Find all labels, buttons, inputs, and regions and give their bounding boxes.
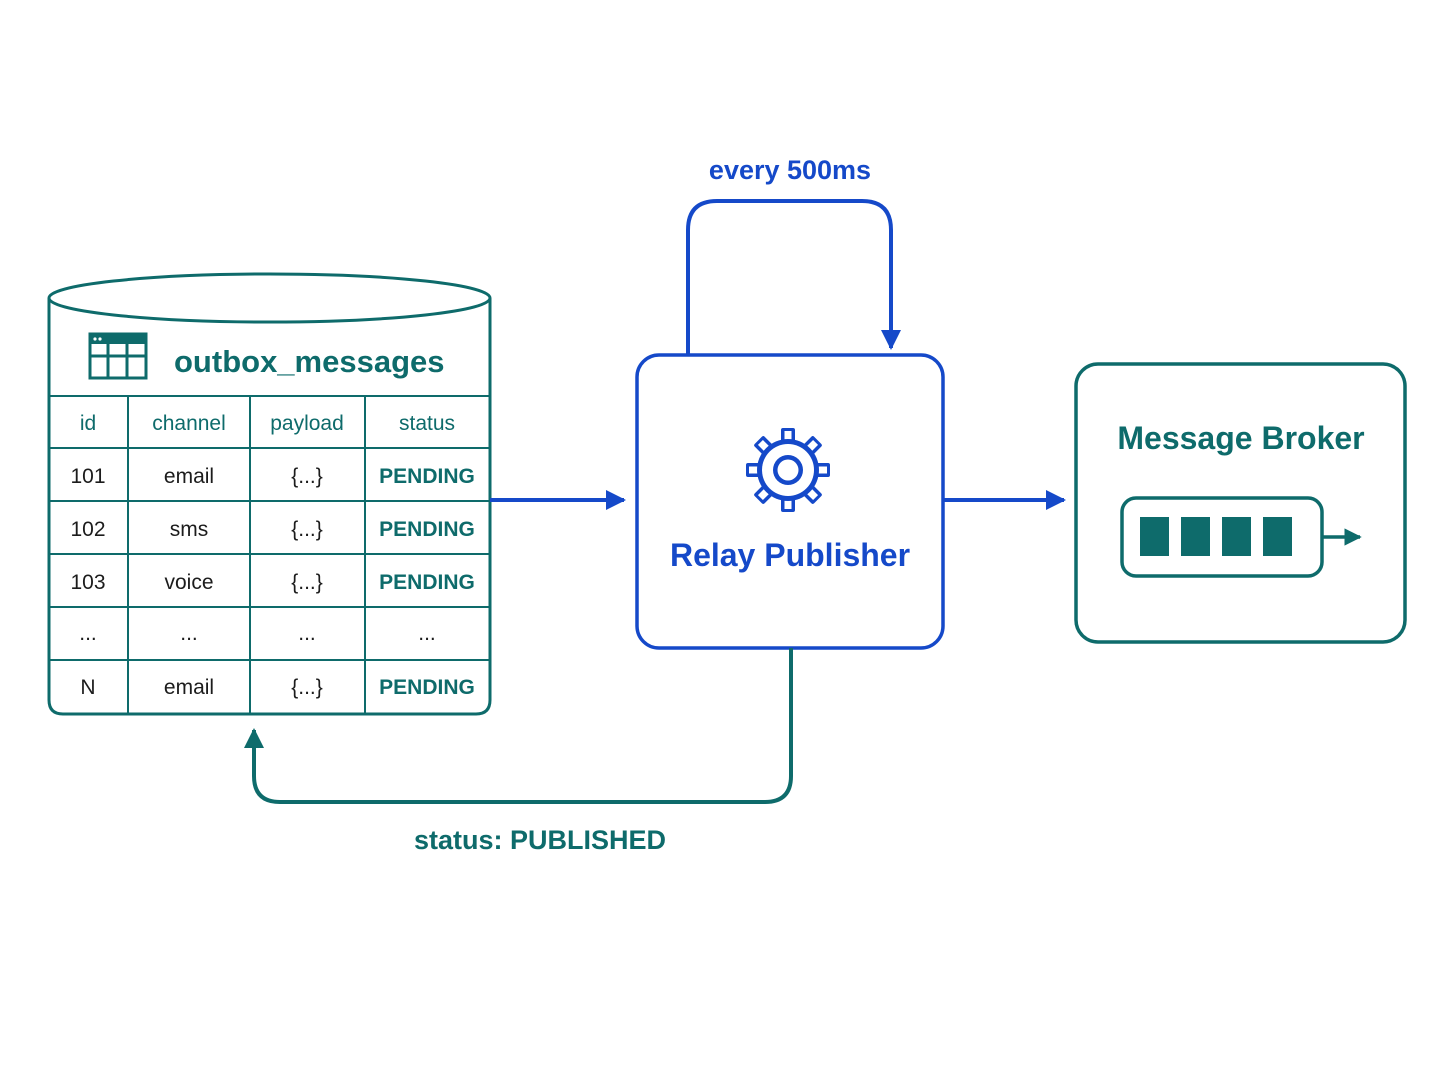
table-header-row: id channel payload status (49, 395, 490, 435)
cell-channel: sms (170, 518, 209, 541)
polling-loop-arrow (686, 199, 901, 355)
table-grid (49, 396, 490, 714)
column-header-status: status (399, 412, 455, 435)
cell-payload: {...} (291, 676, 323, 699)
column-header-channel: channel (152, 412, 226, 435)
cell-id: N (80, 676, 95, 699)
outbox-title: outbox_messages (174, 344, 445, 379)
column-header-id: id (80, 412, 96, 435)
message-broker: Message Broker (1074, 362, 1407, 644)
cell-channel: email (164, 676, 214, 699)
outbox-messages-table: outbox_messages id channel payload statu… (47, 272, 492, 716)
cell-status: ... (418, 622, 436, 645)
published-status-label: status: PUBLISHED (414, 825, 666, 855)
cell-id: 102 (70, 518, 105, 541)
table-row: 101 email {...} PENDING (70, 465, 474, 488)
table-row: ... ... ... ... (79, 622, 436, 645)
queue-message-block (1222, 517, 1251, 556)
cell-channel: voice (164, 571, 213, 594)
queue-message-block (1263, 517, 1292, 556)
cell-payload: {...} (291, 518, 323, 541)
column-header-payload: payload (270, 412, 344, 435)
cell-id: ... (79, 622, 97, 645)
cell-payload: {...} (291, 571, 323, 594)
cylinder-body (47, 298, 492, 716)
queue-message-block (1140, 517, 1169, 556)
cylinder-top (47, 272, 492, 324)
message-broker-title: Message Broker (1117, 420, 1364, 456)
relay-publisher-title: Relay Publisher (670, 537, 910, 573)
cell-status: PENDING (379, 676, 475, 699)
polling-interval-label: every 500ms (709, 155, 871, 185)
message-broker-box (1074, 362, 1407, 644)
cell-channel: ... (180, 622, 198, 645)
table-icon (88, 332, 148, 380)
cell-payload: {...} (291, 465, 323, 488)
cell-id: 101 (70, 465, 105, 488)
queue-icon (1120, 496, 1362, 578)
table-row: 103 voice {...} PENDING (70, 571, 474, 594)
cell-status: PENDING (379, 571, 475, 594)
cell-channel: email (164, 465, 214, 488)
relay-publisher: Relay Publisher (635, 353, 945, 650)
arrow-mark-published (244, 648, 793, 804)
gear-icon (746, 428, 830, 512)
queue-message-block (1181, 517, 1210, 556)
cell-id: 103 (70, 571, 105, 594)
cell-status: PENDING (379, 518, 475, 541)
cell-status: PENDING (379, 465, 475, 488)
table-row: 102 sms {...} PENDING (70, 518, 474, 541)
table-row: N email {...} PENDING (80, 676, 474, 699)
cell-payload: ... (298, 622, 316, 645)
